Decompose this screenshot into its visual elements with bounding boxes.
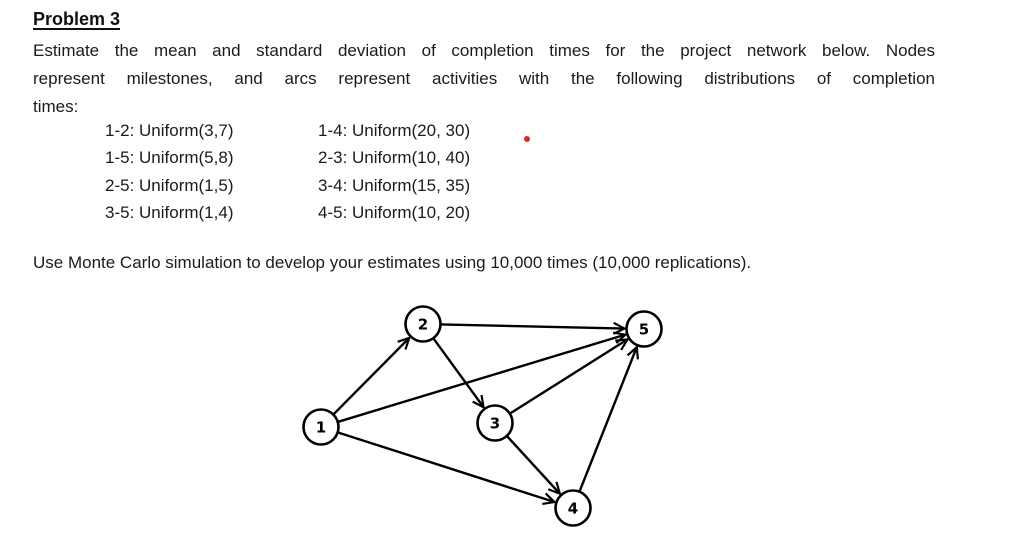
network-edge-4-5: [578, 347, 636, 493]
network-node-5: 5: [625, 310, 663, 348]
intro-paragraph: Estimate the mean and standard deviation…: [33, 37, 935, 121]
distribution-item-4-5: 4-5: Uniform(10, 20): [318, 203, 471, 223]
network-edge-2-3: [432, 337, 483, 407]
network-edge-1-5: [337, 335, 626, 424]
distribution-item-1-2: 1-2: Uniform(3,7): [105, 121, 234, 140]
intro-line-3: times:: [33, 97, 79, 116]
distribution-item-2-3: 2-3: Uniform(10, 40): [318, 148, 471, 168]
network-edge-3-5: [509, 339, 628, 415]
network-edge-1-4: [337, 431, 555, 502]
instruction-text: Use Monte Carlo simulation to develop yo…: [33, 253, 752, 272]
red-dot-marker: [524, 136, 530, 142]
distribution-item-3-5: 3-5: Uniform(1,4): [105, 203, 234, 223]
network-node-label-3: 3: [490, 415, 500, 433]
network-node-label-4: 4: [568, 500, 578, 518]
network-node-label-1: 1: [316, 419, 326, 437]
distribution-list: 1-2: Uniform(3,7) 1-4: Uniform(20, 30) 1…: [105, 117, 470, 227]
problem-title: Problem 3: [33, 9, 121, 29]
network-node-1: 1: [302, 408, 340, 446]
distribution-item-1-5: 1-5: Uniform(5,8): [105, 148, 234, 168]
network-edge-3-4: [505, 435, 560, 494]
network-node-2: 2: [404, 305, 442, 343]
network-node-label-5: 5: [639, 321, 649, 339]
network-edge-1-2: [332, 338, 409, 416]
network-edge-2-5: [440, 324, 624, 328]
network-node-label-2: 2: [418, 316, 428, 334]
network-node-3: 3: [476, 404, 514, 442]
network-node-4: 4: [554, 489, 592, 527]
intro-line-1: Estimate the mean and standard deviation…: [33, 41, 935, 60]
intro-line-2: represent milestones, and arcs represent…: [33, 69, 935, 88]
distribution-item-2-5: 2-5: Uniform(1,5): [105, 175, 234, 195]
project-network-diagram: 1 2 3 4 5: [302, 305, 663, 527]
distribution-item-3-4: 3-4: Uniform(15, 35): [318, 175, 471, 195]
distribution-item-1-4: 1-4: Uniform(20, 30): [318, 121, 471, 140]
